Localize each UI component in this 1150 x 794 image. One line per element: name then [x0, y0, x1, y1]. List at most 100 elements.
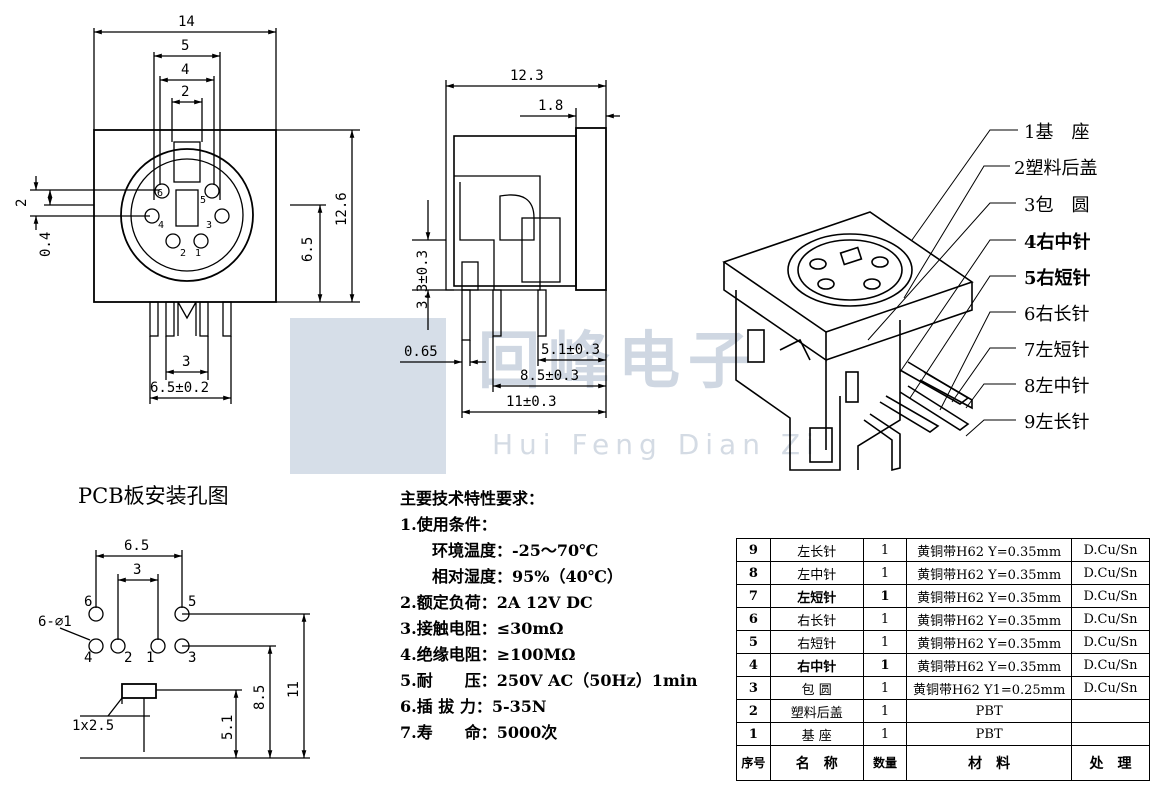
- bom-cell: 1: [862, 722, 908, 746]
- bom-cell: 黄铜带H62 Y=0.35mm: [906, 653, 1073, 677]
- callout-6: 6右长针: [1024, 304, 1089, 325]
- bom-cell: 黄铜带H62 Y=0.35mm: [906, 538, 1073, 562]
- bom-cell: [1071, 699, 1150, 723]
- callout-3: 3包 圆: [1024, 195, 1089, 216]
- bom-cell: [1071, 722, 1150, 746]
- bom-cell: D.Cu/Sn: [1071, 538, 1150, 562]
- callout-7: 7左短针: [1024, 340, 1089, 361]
- dim-front-6-5-tol: 6.5±0.2: [150, 380, 209, 396]
- pcb-hole-2: 2: [124, 650, 132, 666]
- bom-cell: 1: [862, 607, 908, 631]
- dim-front-2: 2: [181, 84, 189, 100]
- bom-cell: 6: [736, 607, 771, 631]
- callout-4: 4右中针: [1024, 231, 1091, 253]
- spec-item: 相对湿度：95%（40℃）: [432, 567, 623, 586]
- callout-leaders: [867, 129, 1018, 437]
- bom-cell: D.Cu/Sn: [1071, 561, 1150, 585]
- spec-item: 3.接触电阻：≤30mΩ: [400, 619, 564, 638]
- bom-cell: 1: [862, 653, 908, 677]
- bom-cell: D.Cu/Sn: [1071, 676, 1150, 700]
- bom-header-row: 序号名 称数量材 料处 理: [736, 745, 1150, 781]
- bom-cell: 黄铜带H62 Y=0.35mm: [906, 561, 1073, 585]
- bom-cell: 1: [862, 699, 908, 723]
- dim-pcb-6-5: 6.5: [124, 538, 149, 554]
- callout-9: 9左长针: [1024, 412, 1089, 433]
- bom-header-cell: 材 料: [906, 745, 1073, 781]
- bom-cell: 1: [862, 538, 908, 562]
- bom-cell: 右中针: [769, 653, 864, 677]
- callout-1: 1基 座: [1024, 122, 1089, 143]
- bom-cell: 左长针: [769, 538, 864, 562]
- pin-number-1: 1: [195, 248, 201, 259]
- dim-pcb-3: 3: [133, 562, 141, 578]
- bom-cell: D.Cu/Sn: [1071, 630, 1150, 654]
- spec-item: 4.绝缘电阻：≥100MΩ: [400, 645, 576, 664]
- bom-cell: 包 圆: [769, 676, 864, 700]
- bom-cell: 黄铜带H62 Y=0.35mm: [906, 630, 1073, 654]
- spec-item: 环境温度：-25～70℃: [432, 541, 599, 560]
- bom-cell: D.Cu/Sn: [1071, 653, 1150, 677]
- bom-cell: PBT: [906, 722, 1073, 746]
- pin-number-2: 2: [180, 248, 186, 259]
- dim-side-5-1: 5.1±0.3: [541, 342, 600, 358]
- pcb-hole-3: 3: [188, 650, 196, 666]
- bom-cell: 基 座: [769, 722, 864, 746]
- bom-cell: 右短针: [769, 630, 864, 654]
- bom-cell: 1: [862, 561, 908, 585]
- pcb-hole-pattern: [59, 550, 310, 759]
- bom-cell: 1: [736, 722, 771, 746]
- bom-cell: 4: [736, 653, 771, 677]
- dim-front-6-5: 6.5: [300, 237, 316, 262]
- bom-header-cell: 名 称: [769, 745, 864, 781]
- dim-side-12-3: 12.3: [510, 68, 544, 84]
- dim-pcb-11: 11: [286, 681, 302, 698]
- dim-pcb-slot: 1x2.5: [72, 718, 114, 734]
- bom-cell: 1: [862, 676, 908, 700]
- bom-cell: 1: [862, 630, 908, 654]
- callout-2: 2塑料后盖: [1014, 158, 1097, 179]
- bom-cell: 2: [736, 699, 771, 723]
- dim-side-0-65: 0.65: [404, 344, 438, 360]
- bom-cell: 右长针: [769, 607, 864, 631]
- bom-cell: 左短针: [769, 584, 864, 608]
- dim-side-11: 11±0.3: [506, 394, 557, 410]
- bom-cell: 塑料后盖: [769, 699, 864, 723]
- isometric-view: [722, 211, 974, 472]
- pcb-hole-1: 1: [146, 650, 154, 666]
- spec-item: 2.额定负荷：2A 12V DC: [400, 593, 593, 612]
- pin-number-5: 5: [200, 195, 206, 206]
- dim-front-4: 4: [181, 62, 189, 78]
- bom-cell: 5: [736, 630, 771, 654]
- bom-cell: 8: [736, 561, 771, 585]
- bom-cell: 7: [736, 584, 771, 608]
- pcb-hole-4: 4: [84, 650, 92, 666]
- dim-front-3: 3: [182, 354, 190, 370]
- bom-cell: 左中针: [769, 561, 864, 585]
- pcb-hole-5: 5: [188, 594, 196, 610]
- spec-item: 1.使用条件：: [400, 515, 497, 534]
- dim-front-width: 14: [178, 14, 195, 30]
- bom-header-cell: 序号: [736, 745, 771, 781]
- bom-cell: 3: [736, 676, 771, 700]
- callout-5: 5右短针: [1024, 267, 1091, 289]
- spec-item: 7.寿 命：5000次: [400, 723, 558, 742]
- dim-front-left-2: 2: [14, 199, 30, 207]
- dim-side-3-3: 3.3±0.3: [415, 250, 431, 309]
- dim-pcb-holes: 6-⌀1: [38, 614, 72, 630]
- dim-front-12-6: 12.6: [334, 192, 350, 226]
- dim-pcb-5-1: 5.1: [220, 715, 236, 740]
- pin-number-3: 3: [206, 220, 212, 231]
- bom-cell: 黄铜带H62 Y=0.35mm: [906, 607, 1073, 631]
- bom-cell: 黄铜带H62 Y=0.35mm: [906, 584, 1073, 608]
